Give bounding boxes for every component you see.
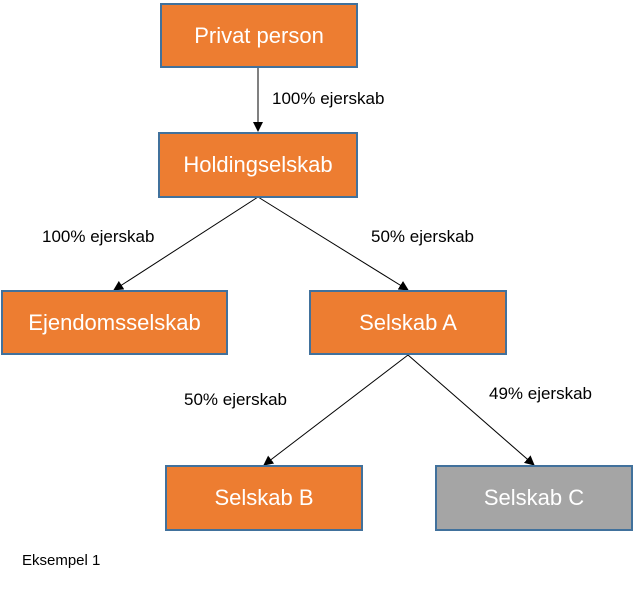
edge-selskab-a-to-b bbox=[263, 354, 409, 466]
node-label: Ejendomsselskab bbox=[28, 309, 201, 335]
node-label: Selskab A bbox=[359, 309, 457, 335]
example-caption: Eksempel 1 bbox=[22, 552, 101, 569]
edge-selskab-a-to-c bbox=[407, 354, 535, 466]
node-label: Holdingselskab bbox=[183, 152, 333, 177]
node-label: Selskab B bbox=[214, 485, 314, 510]
node-ejendomsselskab: Ejendomsselskab bbox=[1, 290, 228, 355]
label-holding-to-selskab-a: 50% ejerskab bbox=[371, 227, 475, 246]
edge-holding-to-selskab-a bbox=[257, 196, 409, 291]
edge-holding-to-ejendom bbox=[113, 196, 259, 291]
label-selskab-a-to-c: 49% ejerskab bbox=[489, 384, 593, 403]
label-selskab-a-to-b: 50% ejerskab bbox=[184, 390, 288, 409]
node-privat-person: Privat person bbox=[160, 3, 358, 68]
node-label: Privat person bbox=[194, 22, 324, 48]
label-holding-to-ejendom: 100% ejerskab bbox=[42, 227, 155, 246]
node-selskab-b: Selskab B bbox=[165, 465, 363, 531]
node-holdingselskab: Holdingselskab bbox=[158, 132, 358, 198]
node-selskab-c: Selskab C bbox=[435, 465, 633, 531]
node-label: Selskab C bbox=[483, 485, 585, 510]
label-privat-to-holding: 100% ejerskab bbox=[272, 89, 385, 108]
node-selskab-a: Selskab A bbox=[309, 290, 507, 355]
